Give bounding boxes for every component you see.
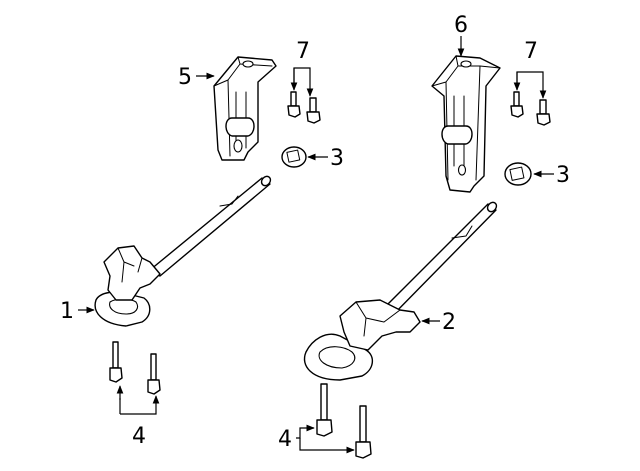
leader-lines: [78, 36, 554, 454]
callout-6: 6: [454, 13, 468, 38]
right-bracket-bolts: [510, 91, 551, 126]
right-bushing: [504, 162, 532, 186]
left-bushing: [281, 146, 307, 168]
left-mounting-bracket: [213, 56, 277, 161]
right-spare-tire-carrier-rod: [303, 201, 498, 381]
callout-1: 1: [60, 299, 74, 324]
callout-3-left: 3: [330, 146, 344, 171]
callout-5: 5: [178, 65, 192, 90]
left-spare-tire-carrier-rod: [94, 175, 272, 327]
right-lower-bolts: [316, 383, 372, 459]
callout-7-left: 7: [296, 39, 310, 64]
right-mounting-bracket: [431, 55, 501, 193]
callout-2: 2: [442, 310, 456, 335]
callout-4-right: 4: [278, 427, 292, 452]
left-bracket-bolts: [287, 91, 321, 124]
callout-7-right: 7: [524, 39, 538, 64]
left-lower-bolts: [109, 341, 161, 395]
callout-3-right: 3: [556, 163, 570, 188]
callout-4-left: 4: [132, 424, 146, 449]
